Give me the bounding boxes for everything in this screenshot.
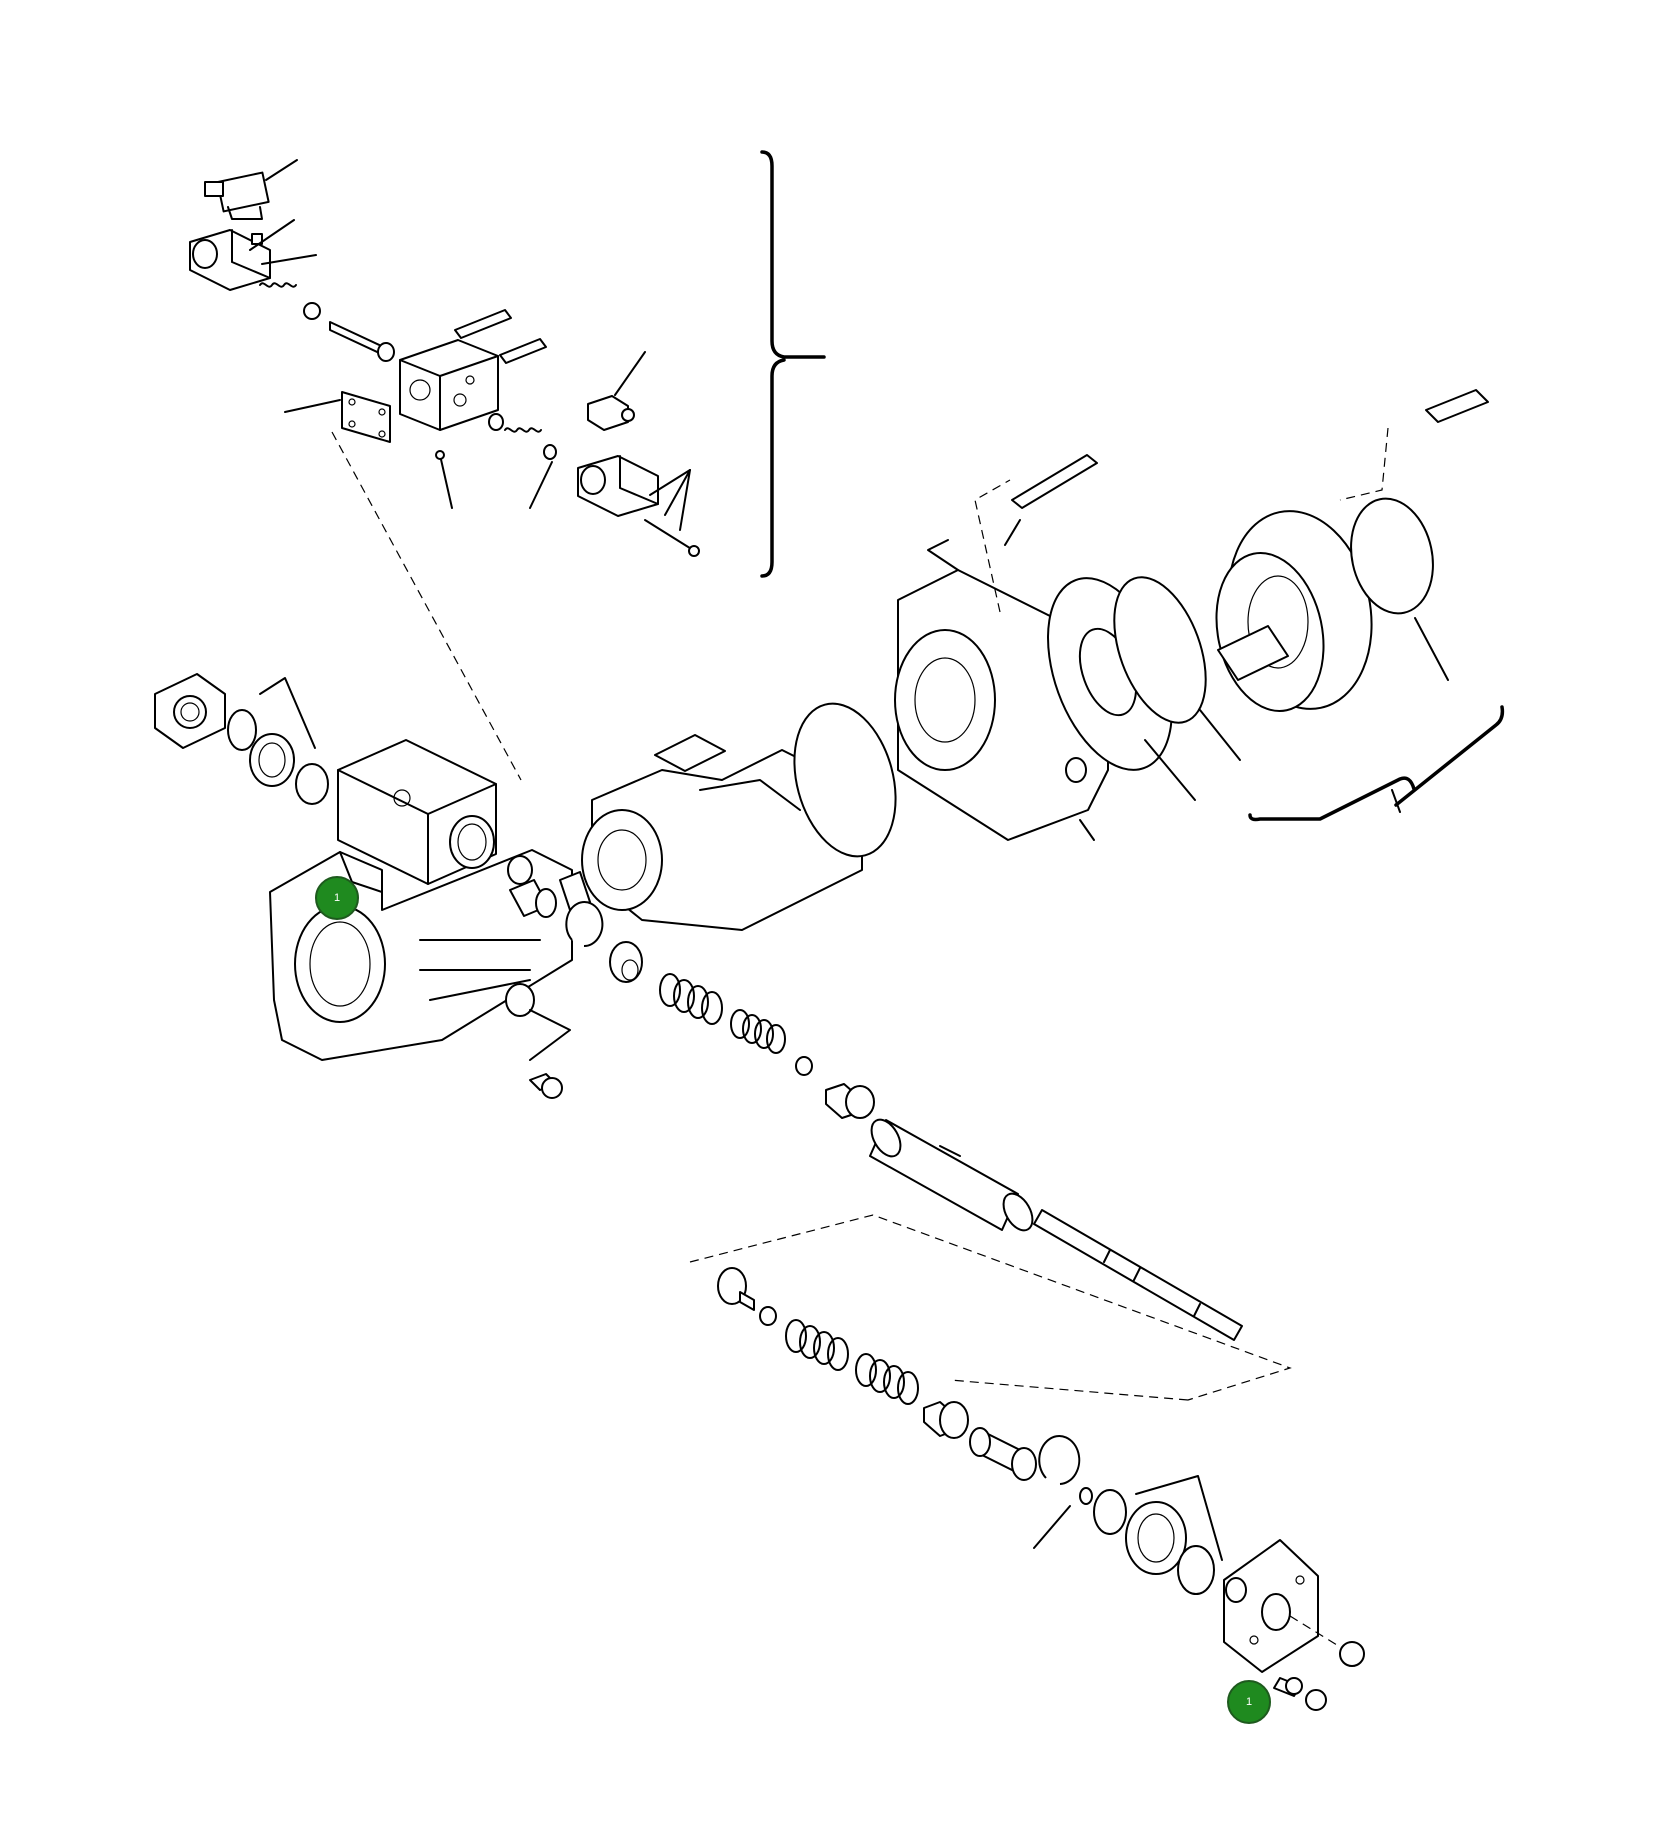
nut-part [303, 302, 321, 320]
connector-plug-part [587, 351, 646, 431]
bolt-part [454, 309, 512, 339]
part-callout-marker[interactable]: 1 [315, 876, 359, 920]
spring-part [730, 1009, 786, 1054]
pump-housing-part [154, 673, 573, 1099]
bolt-part [499, 338, 547, 364]
spring-part [659, 973, 723, 1025]
flange-ring-part [1047, 576, 1241, 801]
callout-label: 1 [1245, 1696, 1253, 1708]
end-flange-part [1223, 1539, 1319, 1673]
spring-part [855, 1353, 919, 1405]
spool-sleeve-part [869, 1118, 1034, 1232]
connector-plug-part [204, 159, 298, 220]
valve-body-block-part [399, 339, 499, 431]
spring-part [504, 427, 542, 433]
solenoid-valve-subassembly [189, 150, 826, 781]
spring-part [259, 282, 297, 288]
spring-part [785, 1319, 849, 1371]
bolt-part [1425, 389, 1489, 423]
gasket-plate-part [284, 391, 391, 443]
solenoid-coil-part [577, 455, 700, 557]
callout-label: 1 [333, 892, 341, 904]
bolt-part [1011, 454, 1098, 509]
rotating-group-part [559, 702, 897, 931]
gear-pump-part [1215, 389, 1505, 822]
part-callout-marker[interactable]: 1 [1227, 1680, 1271, 1724]
control-valve-assembly [509, 879, 1365, 1711]
grouping-bracket [760, 150, 826, 578]
spool-shaft-part [1033, 1209, 1243, 1341]
solenoid-coil-part [189, 219, 317, 291]
